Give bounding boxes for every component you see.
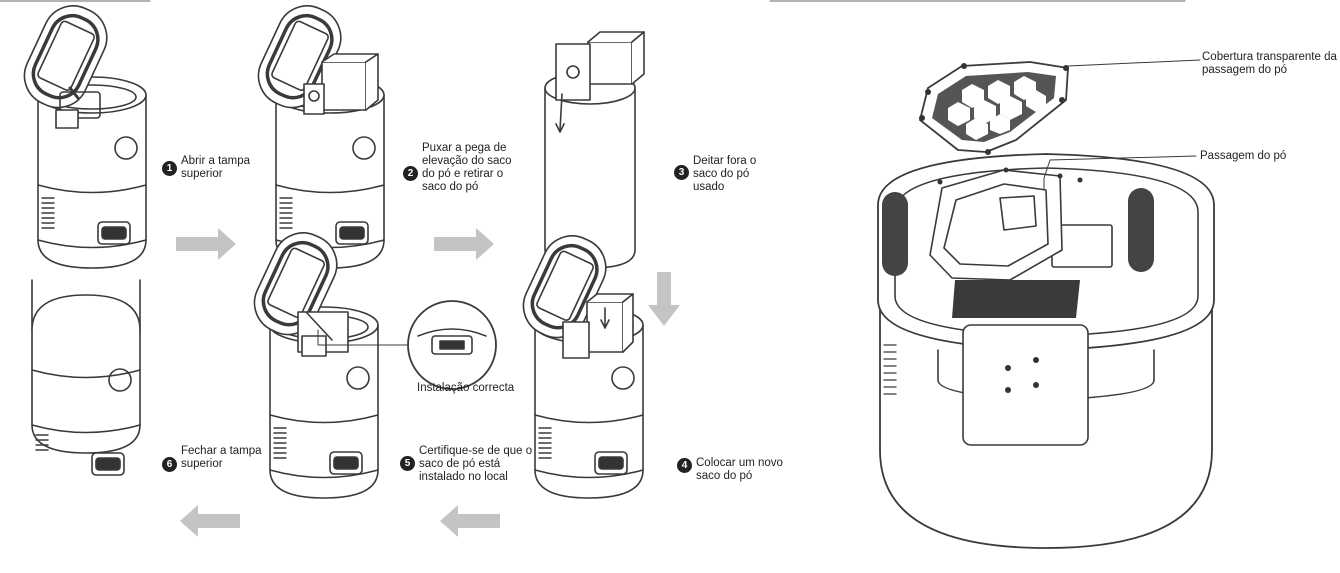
step-1-text: Abrir a tampa superior <box>181 155 251 180</box>
dock-step-4 <box>511 224 644 499</box>
step-5-text: Certifique-se de que o saco de pó está i… <box>419 445 533 483</box>
transparent-cover <box>919 61 1069 155</box>
bin-step-3 <box>544 31 645 269</box>
step-6-badge: 6 <box>162 457 177 472</box>
cover-callout: Cobertura transparente da passagem do pó <box>1202 51 1337 76</box>
dock-step-2 <box>246 0 385 269</box>
step-1-badge: 1 <box>162 161 177 176</box>
step-3-label: 3 Deitar fora o saco do pó usado <box>674 155 774 194</box>
callout-lines <box>1043 59 1201 191</box>
step-4-label: 4 Colocar um novo saco do pó <box>677 457 797 483</box>
correct-install-callout: Instalação correcta <box>417 382 515 394</box>
step-2-text: Puxar a pega de elevação do saco do pó e… <box>422 142 512 193</box>
step-4-badge: 4 <box>677 458 692 473</box>
step-2-badge: 2 <box>403 166 418 181</box>
step-4-text: Colocar um novo saco do pó <box>696 457 783 482</box>
dock-top-view <box>877 153 1215 549</box>
step-3-badge: 3 <box>674 165 689 180</box>
step-1-label: 1 Abrir a tampa superior <box>162 155 272 181</box>
step-6-label: 6 Fechar a tampa superior <box>162 445 272 472</box>
step-5-label: 5 Certifique-se de que o saco de pó está… <box>400 445 540 484</box>
step-3-text: Deitar fora o saco do pó usado <box>693 155 757 193</box>
magnifier <box>317 300 497 390</box>
step-6-text: Fechar a tampa superior <box>181 445 262 470</box>
passage-callout: Passagem do pó <box>1200 150 1287 162</box>
step-5-badge: 5 <box>400 456 415 471</box>
step-2-label: 2 Puxar a pega de elevação do saco do pó… <box>403 142 518 194</box>
dock-step-6 <box>31 279 141 476</box>
dock-step-1 <box>12 0 147 269</box>
flow-arrows <box>176 228 680 537</box>
